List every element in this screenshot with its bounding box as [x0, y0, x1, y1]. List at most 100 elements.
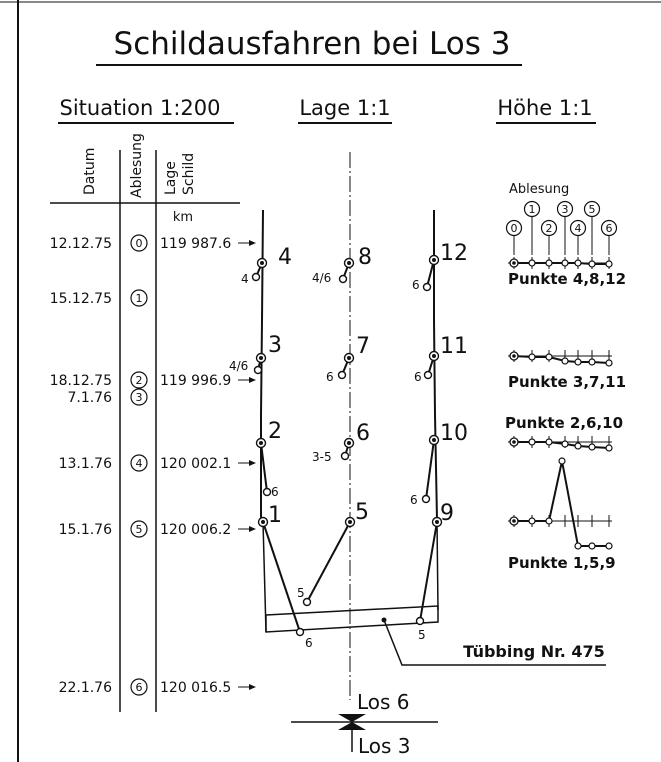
point-number-3: 3 [268, 333, 282, 358]
profile-start-core [512, 261, 516, 265]
profile-point [574, 442, 582, 450]
profile-point [558, 457, 566, 465]
km-cell: 120 006.2 [160, 522, 231, 538]
reading-end-point [421, 494, 431, 504]
survey-point-core [435, 520, 439, 524]
datum-cell: 13.1.76 [59, 456, 113, 472]
profile-point [545, 517, 553, 525]
ablesung-cell: 6 [136, 681, 143, 694]
point-number-9: 9 [440, 501, 454, 526]
group-label-1-5-9: Punkte 1,5,9 [508, 554, 616, 572]
profile-point [574, 358, 582, 366]
ablesung-cell: 0 [136, 237, 143, 250]
lage-diagram: Tübbing Nr. 475 4 8 12 3 7 11 2 6 10 1 5… [229, 152, 606, 758]
profile-line [514, 460, 609, 547]
km-arrowhead [249, 240, 256, 246]
reading-end-point [302, 597, 312, 607]
header-schild: Schild [181, 153, 197, 195]
group-label-2-6-10: Punkte 2,6,10 [505, 414, 623, 432]
reading-label-p6: 3-5 [312, 450, 332, 464]
reading-end-point [337, 370, 347, 380]
km-arrowhead [249, 377, 256, 383]
survey-point-core [347, 356, 351, 360]
datum-cell: 18.12.75 [50, 373, 112, 389]
group-label-4-8-12: Punkte 4,8,12 [508, 270, 626, 288]
profile-start-core [512, 354, 516, 358]
km-arrowhead [249, 526, 256, 532]
reading-end-point [262, 487, 272, 497]
survey-point-core [347, 441, 351, 445]
ablesung-cell: 5 [136, 523, 143, 536]
displacement-line [262, 521, 301, 633]
scale-number-circle [523, 200, 541, 218]
reading-end-point [338, 274, 348, 284]
profile-point [561, 259, 569, 267]
reading-end-point [415, 616, 425, 626]
profile-point [528, 517, 536, 525]
survey-point-core [348, 520, 352, 524]
header-datum: Datum [82, 148, 98, 195]
profile-point [605, 260, 613, 268]
survey-point-core [260, 261, 264, 265]
km-cell: 120 002.1 [160, 456, 231, 472]
profile-start-core [512, 519, 516, 523]
profile-point [545, 353, 553, 361]
point-number-1: 1 [268, 503, 282, 528]
profile-point [574, 542, 582, 550]
section-lage: Lage 1:1 [299, 96, 390, 120]
reading-label-p3: 4/6 [229, 359, 248, 373]
displacement-line [419, 521, 438, 622]
ablesung-circle [130, 371, 148, 389]
point-markers [251, 254, 443, 637]
point-number-4: 4 [278, 245, 292, 270]
reading-label-p4: 4 [241, 272, 249, 286]
scale-number-circle [556, 200, 574, 218]
survey-point-core [432, 438, 436, 442]
datum-cell: 22.1.76 [59, 680, 113, 696]
point-number-10: 10 [440, 421, 468, 446]
ablesung-circle [130, 289, 148, 307]
km-cell: 120 016.5 [160, 680, 231, 696]
profile-point [545, 259, 553, 267]
tubbing-leader [383, 619, 606, 666]
ablesung-circle [130, 520, 148, 538]
unit-km: km [173, 210, 193, 225]
profile-point [528, 353, 536, 361]
reading-end-point [251, 272, 261, 282]
profile-point [605, 444, 613, 452]
profile-point [588, 542, 596, 550]
survey-point-core [261, 520, 265, 524]
profile-point [561, 357, 569, 365]
scale-number-circle [600, 219, 618, 237]
point-number-12: 12 [440, 241, 468, 266]
profile-point [545, 438, 553, 446]
datum-cell: 7.1.76 [67, 390, 112, 406]
survey-point-core [432, 354, 436, 358]
left-track [260, 209, 264, 520]
survey-point-core [347, 261, 351, 265]
displacement-line [425, 439, 435, 500]
reading-end-point [340, 451, 350, 461]
reading-label-p1: 6 [305, 636, 313, 650]
los-marker-bottom [338, 722, 366, 730]
scale-number: 3 [562, 203, 569, 216]
los-marker-top [338, 714, 366, 722]
point-number-11: 11 [440, 334, 468, 359]
tubbing-leader-dot [381, 617, 387, 623]
km-cell: 119 987.6 [160, 236, 231, 252]
profile-point [588, 260, 596, 268]
reading-label-p10: 6 [410, 493, 418, 507]
ablesung-circle [130, 234, 148, 252]
header-lage: Lage [163, 161, 179, 195]
ablesung-cell: 4 [136, 457, 143, 470]
ablesung-label: Ablesung [509, 182, 569, 197]
scale-number-circle [505, 219, 523, 237]
ablesung-cell: 3 [136, 391, 143, 404]
reading-end-point [423, 370, 433, 380]
profile-point [528, 259, 536, 267]
reading-label-p12: 6 [412, 278, 420, 292]
point-number-2: 2 [268, 419, 282, 444]
